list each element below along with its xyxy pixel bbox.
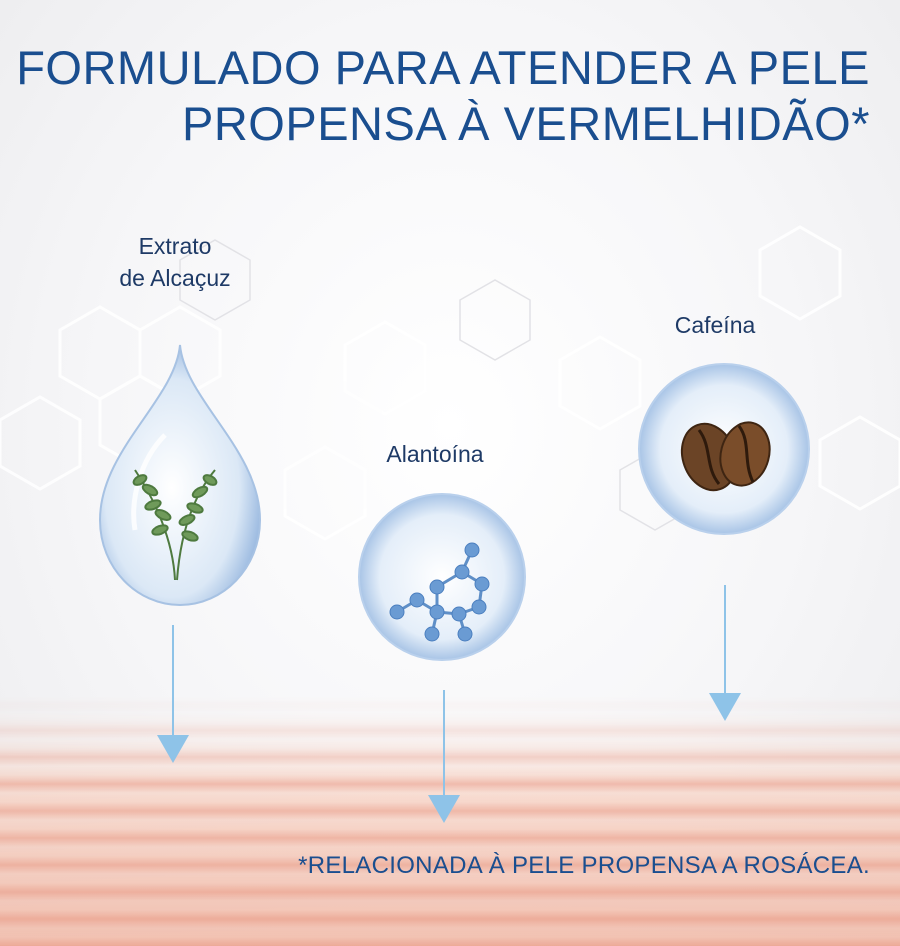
ingredient-label-licorice: Extrato de Alcaçuz <box>95 230 255 294</box>
ingredient-label-licorice-line-1: Extrato <box>138 233 212 259</box>
arrow-down-icon <box>709 585 741 721</box>
page-title: FORMULADO PARA ATENDER A PELE PROPENSA À… <box>0 40 870 152</box>
coffee-beans-sphere-icon <box>638 363 810 535</box>
title-line-2: PROPENSA À VERMELHIDÃO* <box>182 97 870 150</box>
title-line-1: FORMULADO PARA ATENDER A PELE <box>16 41 870 94</box>
arrow-down-icon <box>157 625 189 763</box>
ingredient-label-allantoin: Alantoína <box>386 441 484 467</box>
ingredient-label-caffeine: Cafeína <box>674 312 756 338</box>
licorice-leaf-drop-icon <box>98 344 262 607</box>
arrow-down-icon <box>428 690 460 823</box>
footnote: *RELACIONADA À PELE PROPENSA A ROSÁCEA. <box>298 852 870 879</box>
molecule-sphere-icon <box>358 493 526 661</box>
ingredient-label-licorice-line-2: de Alcaçuz <box>119 265 231 291</box>
skin-texture-background <box>0 696 900 946</box>
